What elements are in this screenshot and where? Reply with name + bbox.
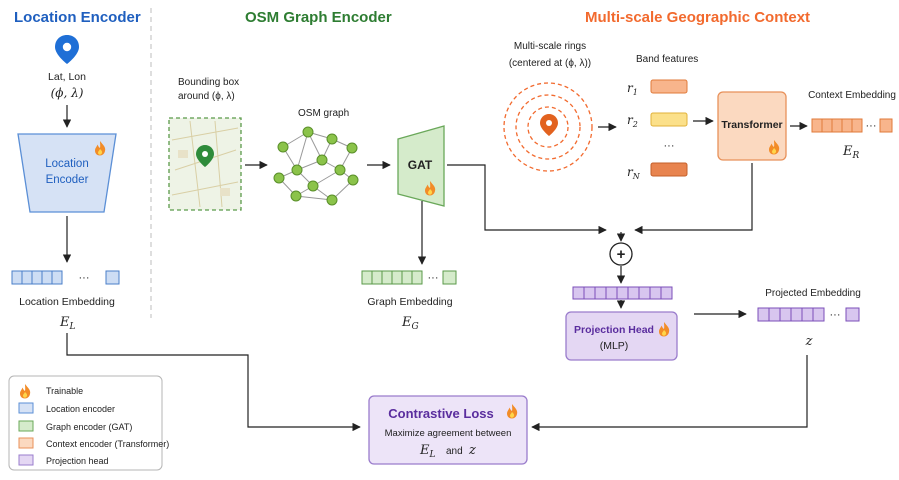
legend-swatch-location: [18, 402, 34, 414]
graph-embedding-label: Graph Embedding: [367, 296, 452, 308]
projected-embedding-dots: ···: [830, 309, 841, 321]
bbox-label-line1: Bounding box: [178, 77, 239, 88]
location-embedding-dots: ···: [79, 272, 90, 284]
arrow-transformer-to-fusion: [634, 163, 753, 235]
location-embedding-vector: [11, 270, 120, 285]
location-encoder-line1: Location: [45, 158, 88, 170]
context-embedding-dots: ···: [866, 120, 877, 132]
contrastive-loss-left-symbol: EL: [419, 443, 436, 460]
context-pin-icon: [540, 114, 558, 136]
bbox-label-line2: around (ϕ, λ): [178, 91, 235, 102]
location-pin-icon: [55, 35, 79, 64]
osm-graph: [273, 126, 359, 206]
projected-embedding-label: Projected Embedding: [765, 288, 861, 299]
rings-label-line2: (centered at (ϕ, λ)): [509, 58, 591, 69]
contrastive-loss-right-symbol: z: [468, 443, 476, 458]
context-embedding-vector: [811, 118, 893, 133]
transformer-block: [717, 91, 787, 161]
projected-embedding-symbol: z: [805, 334, 813, 349]
transformer-label: Transformer: [721, 119, 782, 131]
location-coord-label: Lat, Lon: [48, 71, 86, 83]
contrastive-loss-title: Contrastive Loss: [388, 406, 493, 421]
band-rN-symbol: rN: [627, 165, 641, 181]
band-r1-box: [650, 79, 688, 94]
legend-item-graph: Graph encoder (GAT): [46, 422, 132, 432]
osm-graph-label: OSM graph: [298, 108, 349, 119]
contrastive-loss-block: [368, 395, 528, 465]
location-embedding-symbol: EL: [59, 315, 76, 332]
legend-swatch-graph: [18, 420, 34, 432]
arrow-location-to-loss: [66, 333, 361, 432]
legend-item-projection: Projection head: [46, 456, 109, 466]
contrastive-loss-and: and: [446, 446, 463, 457]
contrastive-loss-description: Maximize agreement between: [385, 428, 512, 439]
gat-label: GAT: [408, 158, 433, 172]
fusion-plus-node: [609, 242, 633, 266]
projected-embedding-vector: [757, 307, 860, 322]
fusion-plus-symbol: +: [617, 246, 626, 263]
band-features-title: Band features: [636, 54, 698, 65]
band-r2-symbol: r2: [627, 113, 638, 129]
projection-head-line1: Projection Head: [574, 324, 654, 336]
section-title-osm: OSM Graph Encoder: [245, 9, 392, 26]
legend-item-location: Location encoder: [46, 404, 115, 414]
rings-label-line1: Multi-scale rings: [514, 41, 586, 52]
graph-embedding-vector: [361, 270, 457, 285]
fused-embedding-vector: [572, 286, 673, 300]
bounding-box-map: [168, 117, 242, 211]
legend: Trainable Location encoder Graph encoder…: [8, 375, 169, 471]
band-r2-box: [650, 112, 688, 127]
band-r1-symbol: r1: [627, 81, 638, 97]
multi-scale-rings: [503, 82, 593, 172]
band-rN-box: [650, 162, 688, 177]
location-embedding-label: Location Embedding: [19, 296, 115, 308]
section-title-context: Multi-scale Geographic Context: [585, 9, 810, 26]
location-encoder-block: [17, 133, 117, 213]
legend-swatch-projection: [18, 454, 34, 466]
graph-embedding-dots: ···: [428, 272, 439, 284]
context-embedding-label: Context Embedding: [808, 90, 896, 101]
location-coord-symbols: (ϕ, λ): [51, 86, 84, 100]
legend-swatch-context: [18, 437, 34, 449]
arrow-gat-to-fusion: [447, 164, 607, 235]
location-encoder-line2: Encoder: [46, 174, 89, 186]
projection-head-block: [565, 311, 678, 361]
context-embedding-symbol: ER: [842, 144, 860, 161]
arrow-projected-to-loss: [531, 355, 808, 432]
section-title-location: Location Encoder: [14, 9, 141, 26]
legend-item-context: Context encoder (Transformer): [46, 439, 169, 449]
band-dots: ···: [664, 140, 675, 152]
graph-embedding-symbol: EG: [401, 315, 419, 332]
projection-head-line2: (MLP): [600, 340, 629, 352]
legend-item-trainable: Trainable: [46, 386, 83, 396]
